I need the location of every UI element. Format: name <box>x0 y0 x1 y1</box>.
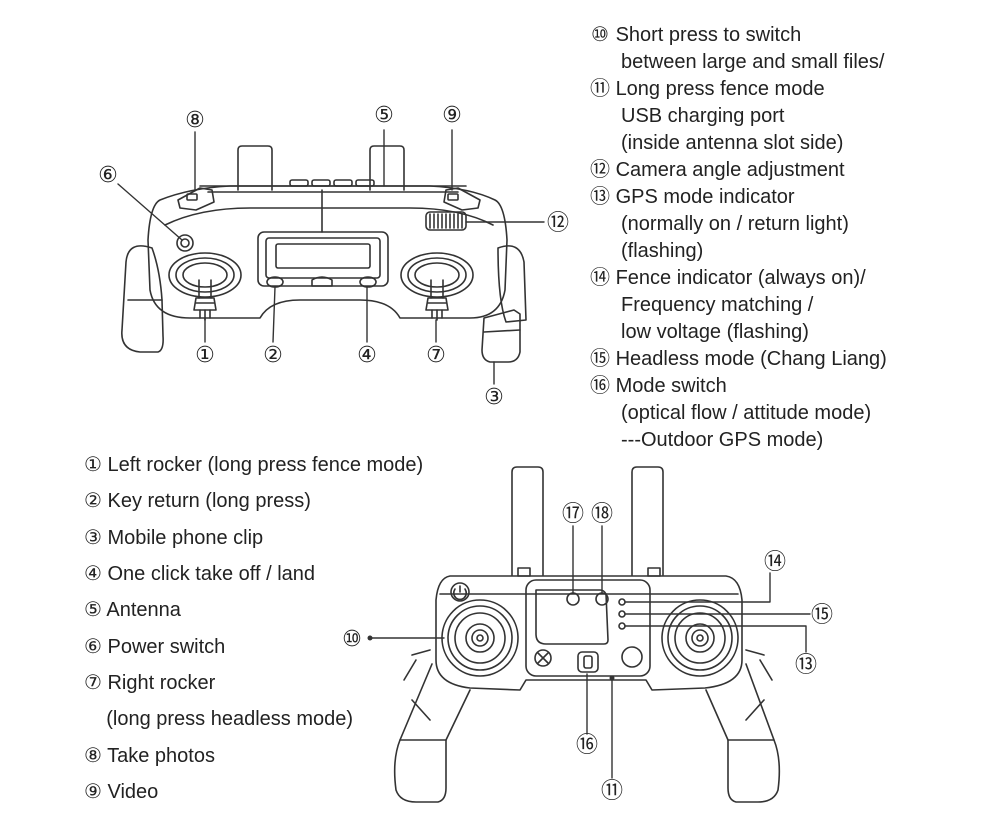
legend-16: ⑯ Mode switch (optical flow / attitude m… <box>590 373 871 454</box>
legend-13-line-1: GPS mode indicator <box>615 186 795 208</box>
controller-body <box>147 185 508 319</box>
marker-9: ⑨ <box>442 103 462 128</box>
legend-11-num: ⑪ <box>590 78 610 100</box>
legend-12-num: ⑫ <box>590 159 610 181</box>
legend-10: ⑩ Short press to switch between large an… <box>590 22 884 76</box>
legend-15-num: ⑮ <box>590 348 610 370</box>
right-stick-knob <box>425 297 449 311</box>
legend-15: ⑮ Headless mode (Chang Liang) <box>590 346 887 373</box>
legend-12-line-1: Camera angle adjustment <box>615 159 845 181</box>
legend-10-line-2: between large and small files/ <box>621 51 885 73</box>
legend-16-num: ⑯ <box>590 375 610 397</box>
photo-button <box>177 187 215 211</box>
legend-11-line-1: Long press fence mode <box>615 78 825 100</box>
leader-lines <box>117 129 811 779</box>
marker-18: ⑱ <box>591 502 613 527</box>
legend-7-cont: (long press headless mode) <box>84 708 354 730</box>
left-grip <box>121 245 164 353</box>
phone-clip <box>481 309 521 363</box>
marker-8: ⑧ <box>185 108 205 133</box>
marker-11: ⑪ <box>601 779 623 804</box>
left-joystick-base <box>168 252 242 298</box>
marker-14: ⑭ <box>764 550 786 575</box>
legend-10-num: ⑩ <box>591 24 609 46</box>
marker-3: ③ <box>484 385 504 410</box>
legend-3: ③ Mobile phone clip <box>84 527 264 549</box>
top-view-controller <box>121 145 527 363</box>
video-button <box>443 187 481 211</box>
marker-2: ② <box>263 343 283 368</box>
marker-17: ⑰ <box>562 502 584 527</box>
rear-power-button <box>450 582 470 602</box>
legend-16-line-1: Mode switch <box>615 375 727 397</box>
callout-markers: ① ② ③ ④ ⑤ ⑥ ⑦ ⑧ ⑨ ⑫ ⑩ ⑪ ⑯ ⑰ ⑱ ⑭ ⑮ ⑬ <box>98 103 833 804</box>
takeoff-button <box>359 276 377 288</box>
power-button <box>176 234 194 252</box>
dpad-small <box>534 649 552 667</box>
legend-4: ④ One click take off / land <box>84 563 316 585</box>
marker-1: ① <box>195 343 215 368</box>
legend-10-line-1: Short press to switch <box>615 24 802 46</box>
left-stick-knob <box>193 297 217 311</box>
rear-controller-body <box>435 575 743 691</box>
marker-16: ⑯ <box>576 733 598 758</box>
rear-right-antenna <box>631 466 664 576</box>
legend-9: ⑨ Video <box>84 781 159 803</box>
right-antenna <box>369 145 405 191</box>
rear-left-grip <box>393 663 471 803</box>
rear-left-stick <box>441 599 519 677</box>
legend-11-line-3: (inside antenna slot side) <box>621 132 844 154</box>
legend-6: ⑥ Power switch <box>84 636 226 658</box>
marker-6: ⑥ <box>98 163 118 188</box>
legend-16-line-2: (optical flow / attitude mode) <box>621 402 872 424</box>
legend-13: ⑬ GPS mode indicator (normally on / retu… <box>590 184 849 265</box>
marker-4: ④ <box>357 343 377 368</box>
round-button <box>621 646 643 668</box>
legend-1: ① Left rocker (long press fence mode) <box>84 454 424 476</box>
left-antenna <box>237 145 273 191</box>
legend-12: ⑫ Camera angle adjustment <box>590 157 845 184</box>
marker-5: ⑤ <box>374 103 394 128</box>
legend-5: ⑤ Antenna <box>84 599 181 621</box>
mode-switch <box>577 651 599 673</box>
legend-13-num: ⑬ <box>590 186 610 208</box>
legend-14-line-2: Frequency matching / <box>621 294 814 316</box>
legend-8: ⑧ Take photos <box>84 745 215 767</box>
legend-15-line-1: Headless mode (Chang Liang) <box>615 348 887 370</box>
led-14 <box>618 598 626 606</box>
rear-center-panel <box>525 579 651 677</box>
marker-15: ⑮ <box>811 603 833 628</box>
legend-11-line-2: USB charging port <box>621 105 785 127</box>
legend-14-line-1: Fence indicator (always on)/ <box>615 267 866 289</box>
legend-13-line-2: (normally on / return light) <box>621 213 849 235</box>
rear-right-grip <box>705 663 781 803</box>
marker-13: ⑬ <box>795 653 817 678</box>
marker-10: ⑩ <box>342 627 362 652</box>
marker-7: ⑦ <box>426 343 446 368</box>
led-13 <box>618 622 626 630</box>
camera-dial <box>425 211 467 231</box>
legend-11: ⑪ Long press fence mode USB charging por… <box>590 76 843 157</box>
legend-2: ② Key return (long press) <box>84 490 311 512</box>
legend-13-line-3: (flashing) <box>621 240 704 262</box>
legend-14: ⑭ Fence indicator (always on)/ Frequency… <box>590 265 866 346</box>
legend-7: ⑦ Right rocker <box>84 672 216 694</box>
legend-14-line-3: low voltage (flashing) <box>621 321 809 343</box>
rear-right-stick <box>661 599 739 677</box>
marker-12: ⑫ <box>547 211 569 236</box>
legend-14-num: ⑭ <box>590 267 610 289</box>
right-grip <box>497 245 527 323</box>
rear-left-antenna <box>511 466 544 576</box>
led-15 <box>618 610 626 618</box>
right-joystick-base <box>400 252 474 298</box>
bottom-view-controller <box>393 466 781 803</box>
leader-dots <box>367 635 615 681</box>
legend-16-line-3: ---Outdoor GPS mode) <box>621 429 824 451</box>
